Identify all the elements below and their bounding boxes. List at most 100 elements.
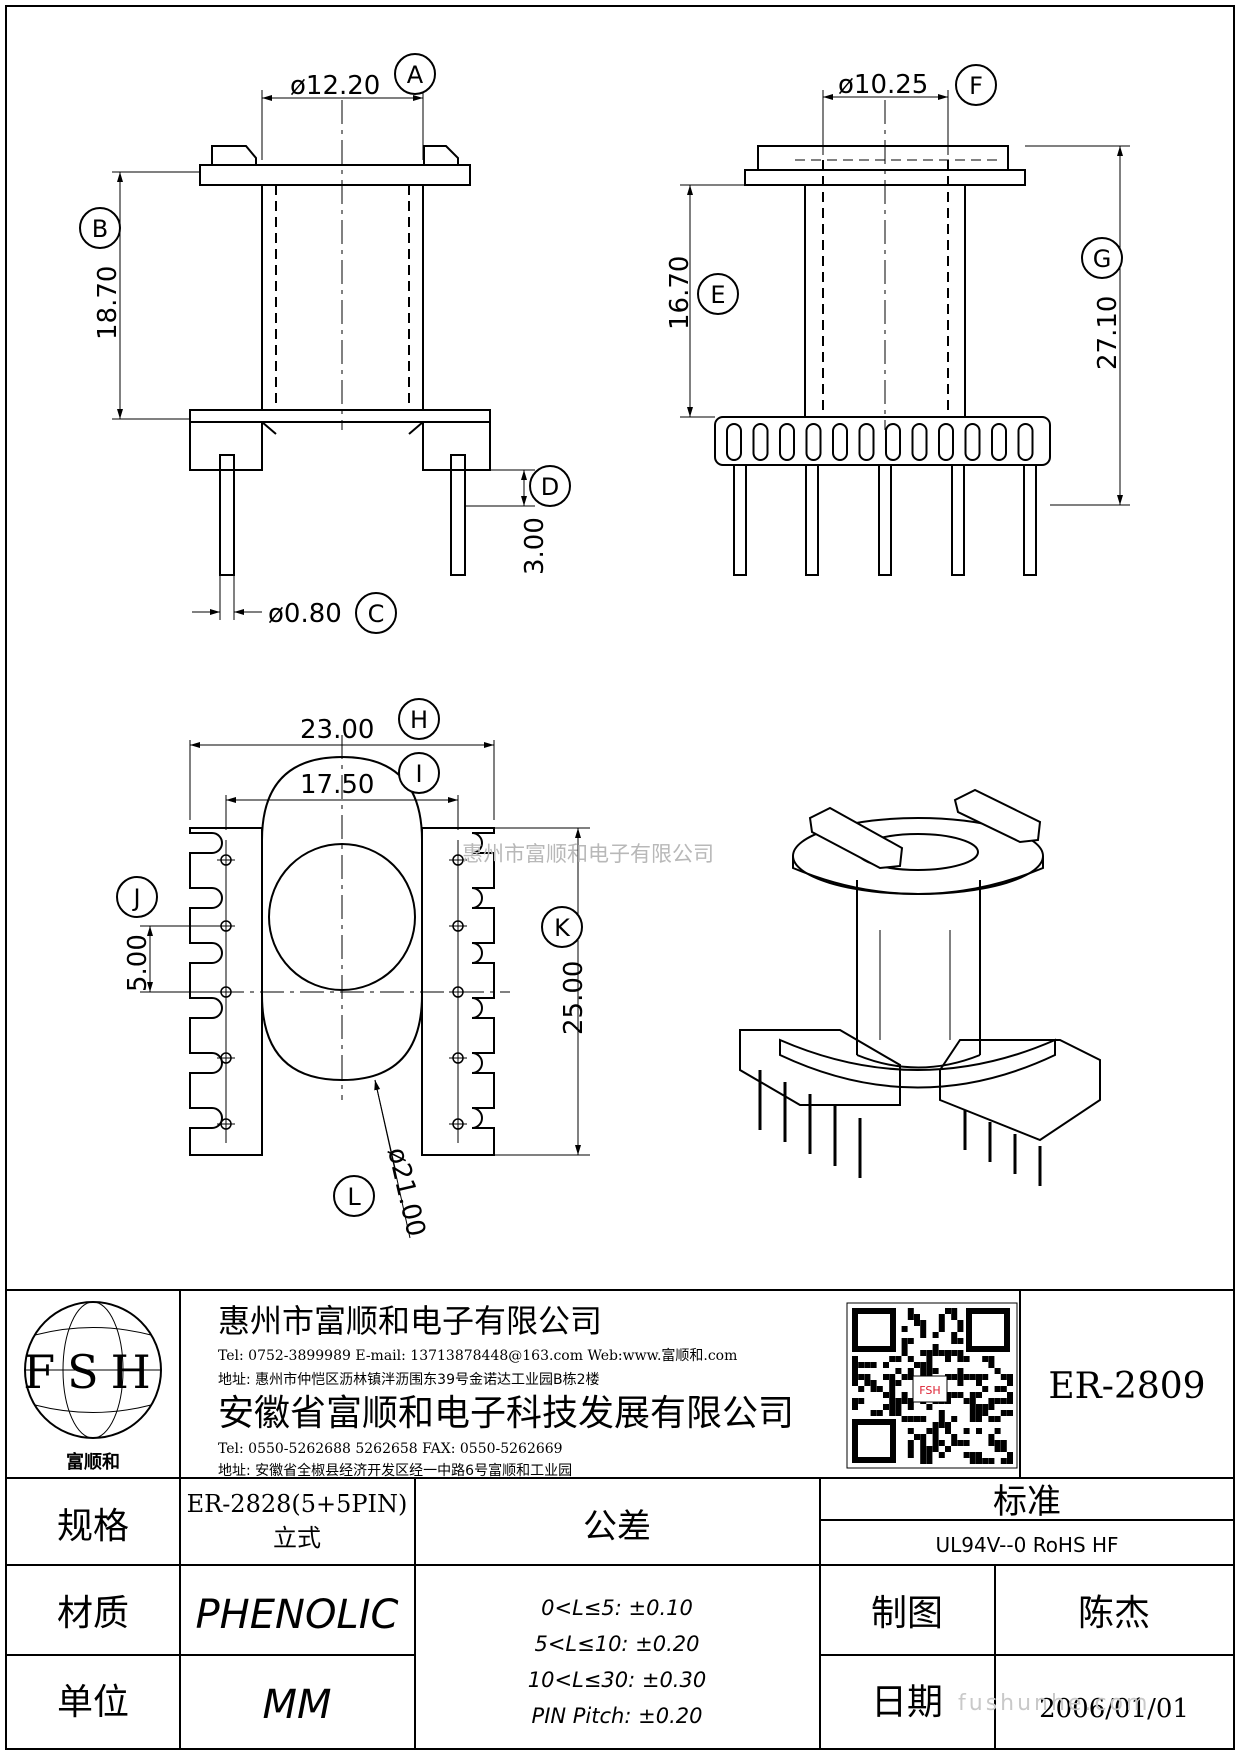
drawn-label: 制图 bbox=[871, 1593, 943, 1634]
qr-module bbox=[852, 1374, 858, 1380]
qr-module bbox=[920, 1320, 927, 1326]
dim-F-letter: F bbox=[969, 72, 983, 100]
side-slot bbox=[832, 423, 848, 461]
qr-module bbox=[932, 1332, 939, 1338]
dim-H-letter: H bbox=[410, 706, 428, 734]
qr-module bbox=[907, 1446, 914, 1452]
standard-label: 标准 bbox=[993, 1482, 1061, 1522]
dim-I-value: 17.50 bbox=[300, 770, 374, 800]
unit-label: 单位 bbox=[57, 1682, 129, 1723]
qr-module bbox=[988, 1362, 995, 1368]
qr-module bbox=[907, 1440, 914, 1446]
qr-module bbox=[920, 1362, 927, 1368]
qr-module bbox=[926, 1446, 933, 1452]
front-view-labels: ø12.20 A B 18.70 D 3.00 ø0.80 C bbox=[79, 53, 571, 634]
qr-module bbox=[858, 1386, 865, 1392]
qr-module bbox=[945, 1446, 951, 1452]
qr-module bbox=[932, 1368, 939, 1374]
qr-module bbox=[907, 1308, 914, 1314]
qr-module bbox=[963, 1452, 970, 1458]
qr-module bbox=[994, 1416, 1001, 1422]
qr-module bbox=[914, 1434, 920, 1440]
title-block-text: FSH 富顺和 惠州市富顺和电子有限公司 Tel: 0752-3899989 E… bbox=[23, 1302, 1205, 1728]
watermark-center: 惠州市富顺和电子有限公司 bbox=[462, 842, 714, 866]
qr-module bbox=[858, 1374, 865, 1380]
side-slot bbox=[885, 423, 901, 461]
material-value: PHENOLIC bbox=[196, 1592, 399, 1638]
qr-module bbox=[938, 1314, 945, 1320]
dim-D-letter: D bbox=[541, 473, 559, 501]
qr-module bbox=[901, 1338, 908, 1344]
dim-A-value: ø12.20 bbox=[290, 71, 380, 101]
qr-module bbox=[870, 1380, 877, 1386]
qr-module bbox=[852, 1356, 858, 1362]
qr-module bbox=[932, 1344, 939, 1350]
qr-module bbox=[982, 1458, 989, 1464]
qr-module bbox=[988, 1440, 995, 1446]
qr-module bbox=[926, 1356, 933, 1362]
side-pin bbox=[878, 464, 892, 576]
spec-value-line2: 立式 bbox=[273, 1524, 321, 1552]
side-slot bbox=[991, 423, 1007, 461]
qr-module bbox=[907, 1416, 914, 1422]
qr-module bbox=[883, 1392, 889, 1398]
dim-C-letter: C bbox=[368, 600, 385, 628]
qr-module bbox=[982, 1356, 989, 1362]
qr-module bbox=[883, 1404, 889, 1410]
qr-module bbox=[920, 1446, 927, 1452]
standard-value: UL94V--0 RoHS HF bbox=[935, 1533, 1118, 1557]
qr-module bbox=[969, 1416, 976, 1422]
qr-module bbox=[889, 1404, 896, 1410]
qr-module bbox=[1007, 1398, 1013, 1404]
qr-module bbox=[870, 1410, 877, 1416]
qr-module bbox=[969, 1392, 976, 1398]
qr-module bbox=[976, 1416, 982, 1422]
qr-module bbox=[951, 1338, 958, 1344]
qr-module bbox=[951, 1314, 958, 1320]
qr-module bbox=[852, 1404, 858, 1410]
qr-module bbox=[932, 1446, 939, 1452]
qr-module bbox=[895, 1368, 902, 1374]
part-number: ER-2809 bbox=[1048, 1366, 1205, 1407]
side-slot bbox=[752, 423, 769, 461]
qr-module bbox=[907, 1404, 914, 1410]
qr-module bbox=[994, 1368, 1001, 1374]
qr-module bbox=[914, 1320, 920, 1326]
qr-module bbox=[945, 1392, 951, 1398]
side-slot bbox=[726, 423, 742, 461]
qr-module bbox=[957, 1380, 964, 1386]
unit-value: MM bbox=[262, 1682, 331, 1728]
qr-module bbox=[920, 1458, 927, 1464]
qr-module bbox=[1007, 1458, 1013, 1464]
watermark-corner: fushunhe.com bbox=[958, 1691, 1150, 1716]
top-view-labels: 23.00 H 17.50 I J 5.00 K 25.00 L ø21.00 … bbox=[116, 698, 714, 1240]
qr-module bbox=[982, 1374, 989, 1380]
side-pin bbox=[805, 464, 819, 576]
qr-module bbox=[976, 1392, 982, 1398]
qr-module bbox=[982, 1386, 989, 1392]
qr-module bbox=[988, 1398, 995, 1404]
qr-module bbox=[920, 1350, 927, 1356]
qr-module bbox=[945, 1350, 951, 1356]
qr-module bbox=[1007, 1452, 1013, 1458]
qr-module bbox=[920, 1452, 927, 1458]
tolerance-3: 10<L≤30: ±0.30 bbox=[528, 1668, 706, 1692]
qr-module bbox=[976, 1374, 982, 1380]
qr-module bbox=[976, 1380, 982, 1386]
qr-module bbox=[945, 1428, 951, 1434]
qr-module bbox=[957, 1338, 964, 1344]
qr-module bbox=[932, 1350, 939, 1356]
qr-module bbox=[932, 1434, 939, 1440]
qr-module bbox=[920, 1440, 927, 1446]
qr-module bbox=[870, 1362, 877, 1368]
qr-module bbox=[957, 1374, 964, 1380]
company2-name: 安徽省富顺和电子科技发展有限公司 bbox=[218, 1393, 794, 1434]
qr-module bbox=[901, 1416, 908, 1422]
qr-module bbox=[876, 1386, 883, 1392]
qr-module bbox=[864, 1380, 871, 1386]
qr-module bbox=[920, 1332, 927, 1338]
qr-module bbox=[957, 1350, 964, 1356]
spec-value-line1: ER-2828(5+5PIN) bbox=[187, 1490, 408, 1518]
qr-module bbox=[1007, 1392, 1013, 1398]
dim-G-value: 27.10 bbox=[1093, 296, 1123, 370]
